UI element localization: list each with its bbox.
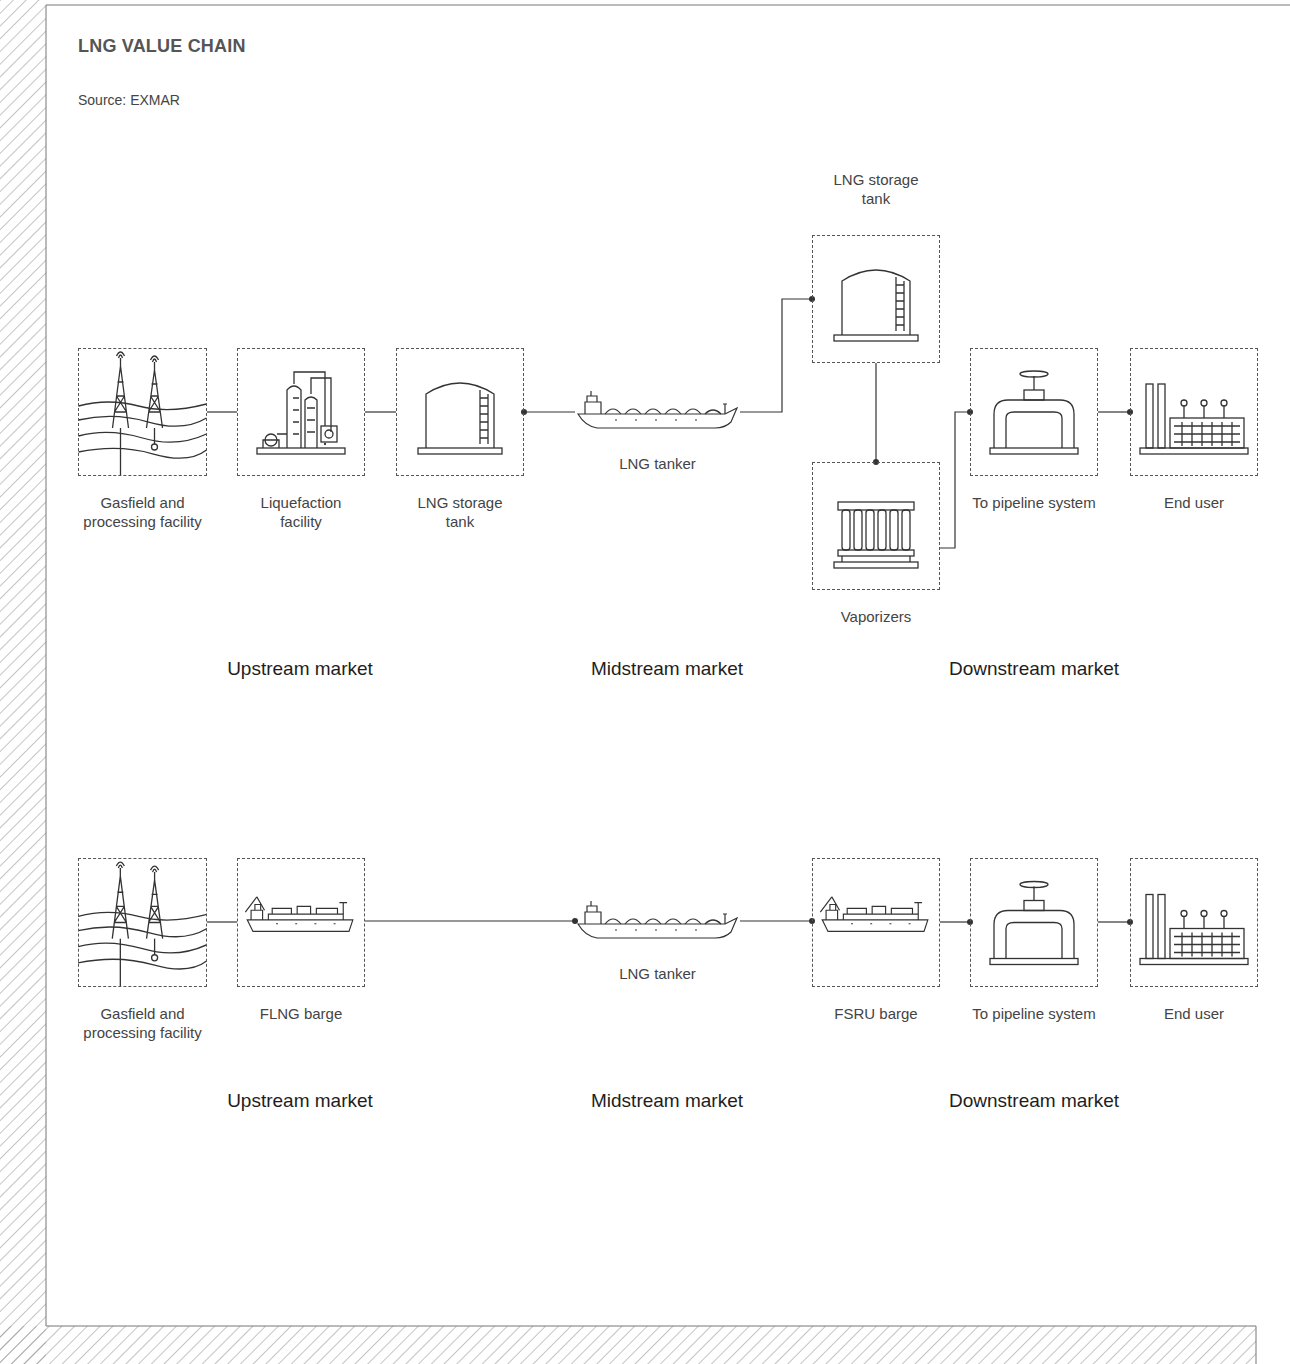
tank-icon	[834, 270, 918, 341]
node-label: LNG storage tank	[830, 170, 922, 208]
market-label: Midstream market	[591, 658, 743, 680]
process-box: End user	[1130, 348, 1258, 476]
node-label: Gasfield and processing facility	[83, 493, 203, 531]
vessel-node: LNG tanker	[575, 388, 740, 434]
flow-connector	[940, 921, 970, 922]
vaporizer-icon	[834, 502, 918, 568]
node-caption: FLNG barge	[241, 1004, 361, 1023]
process-box: LNG storage tank	[812, 235, 940, 363]
node-caption: Vaporizers	[816, 607, 936, 626]
process-box: Liquefaction facility	[237, 348, 365, 476]
flow-connector	[524, 411, 575, 412]
node-label: Liquefaction facility	[241, 493, 361, 531]
node-label: Gasfield and processing facility	[83, 1004, 203, 1042]
node-label: LNG storage tank	[414, 493, 506, 531]
market-label: Downstream market	[949, 658, 1119, 680]
process-box: Vaporizers	[812, 462, 940, 590]
process-box: To pipeline system	[970, 858, 1098, 987]
label-text: Downstream market	[949, 658, 1119, 679]
market-label: Upstream market	[227, 1090, 373, 1112]
node-label: LNG tanker	[619, 964, 696, 983]
node-caption: LNG tanker	[588, 964, 728, 983]
process-box: Gasfield and processing facility	[78, 858, 207, 987]
factory-icon	[1140, 384, 1248, 454]
flow-connector	[740, 299, 812, 412]
market-label: Upstream market	[227, 658, 373, 680]
barge-icon	[245, 897, 353, 932]
flow-connector	[207, 921, 237, 922]
node-label: FLNG barge	[260, 1004, 343, 1023]
node-caption: Gasfield and processing facility	[83, 493, 203, 531]
liquefaction-icon	[257, 372, 345, 454]
node-caption: Liquefaction facility	[241, 493, 361, 531]
node-caption: End user	[1134, 493, 1254, 512]
ship-icon	[578, 901, 737, 938]
barge-icon	[820, 897, 928, 932]
process-box: FLNG barge	[237, 858, 365, 987]
flow-connector	[875, 363, 876, 462]
node-label: To pipeline system	[972, 493, 1095, 512]
flow-connector	[365, 411, 396, 412]
pipeline-icon	[990, 882, 1078, 965]
flow-connector	[740, 920, 812, 921]
hatched-border	[0, 0, 46, 1364]
label-text: Upstream market	[227, 1090, 373, 1111]
panel-frame	[46, 5, 1290, 1364]
node-label: Vaporizers	[841, 607, 912, 626]
label-text: Midstream market	[591, 658, 743, 679]
node-caption: To pipeline system	[959, 1004, 1109, 1023]
gasfield-icon	[78, 862, 207, 987]
process-box: To pipeline system	[970, 348, 1098, 476]
label-text: Upstream market	[227, 658, 373, 679]
flow-connector	[1098, 411, 1130, 412]
process-box: LNG storage tank	[396, 348, 524, 476]
node-caption: LNG storage tank	[830, 170, 922, 208]
process-box: FSRU barge	[812, 858, 940, 987]
process-box: End user	[1130, 858, 1258, 987]
gasfield-icon	[79, 352, 207, 476]
node-caption: FSRU barge	[816, 1004, 936, 1023]
node-label: FSRU barge	[834, 1004, 917, 1023]
node-caption: To pipeline system	[959, 493, 1109, 512]
vessel-node: LNG tanker	[575, 898, 740, 944]
label-text: Source: EXMAR	[78, 92, 180, 108]
node-caption: LNG tanker	[588, 454, 728, 473]
flow-connector	[365, 920, 575, 921]
icons	[78, 270, 1248, 987]
node-caption: End user	[1134, 1004, 1254, 1023]
flow-connector	[1098, 921, 1130, 922]
title-text: LNG VALUE CHAIN	[78, 36, 246, 56]
flow-connector	[940, 412, 970, 548]
source-note: Source: EXMAR	[78, 92, 180, 108]
node-label: LNG tanker	[619, 454, 696, 473]
label-text: Midstream market	[591, 1090, 743, 1111]
factory-icon	[1140, 895, 1248, 965]
node-caption: LNG storage tank	[414, 493, 506, 531]
node-label: End user	[1164, 1004, 1224, 1023]
ship-icon	[578, 391, 737, 428]
tank-icon	[418, 383, 502, 454]
market-label: Downstream market	[949, 1090, 1119, 1112]
market-label: Midstream market	[591, 1090, 743, 1112]
hatched-border	[0, 1326, 1256, 1364]
node-label: End user	[1164, 493, 1224, 512]
label-text: Downstream market	[949, 1090, 1119, 1111]
process-box: Gasfield and processing facility	[78, 348, 207, 476]
pipeline-icon	[990, 371, 1078, 454]
diagram-title: LNG VALUE CHAIN	[78, 36, 246, 57]
node-caption: Gasfield and processing facility	[83, 1004, 203, 1042]
flow-connector	[207, 411, 237, 412]
node-label: To pipeline system	[972, 1004, 1095, 1023]
